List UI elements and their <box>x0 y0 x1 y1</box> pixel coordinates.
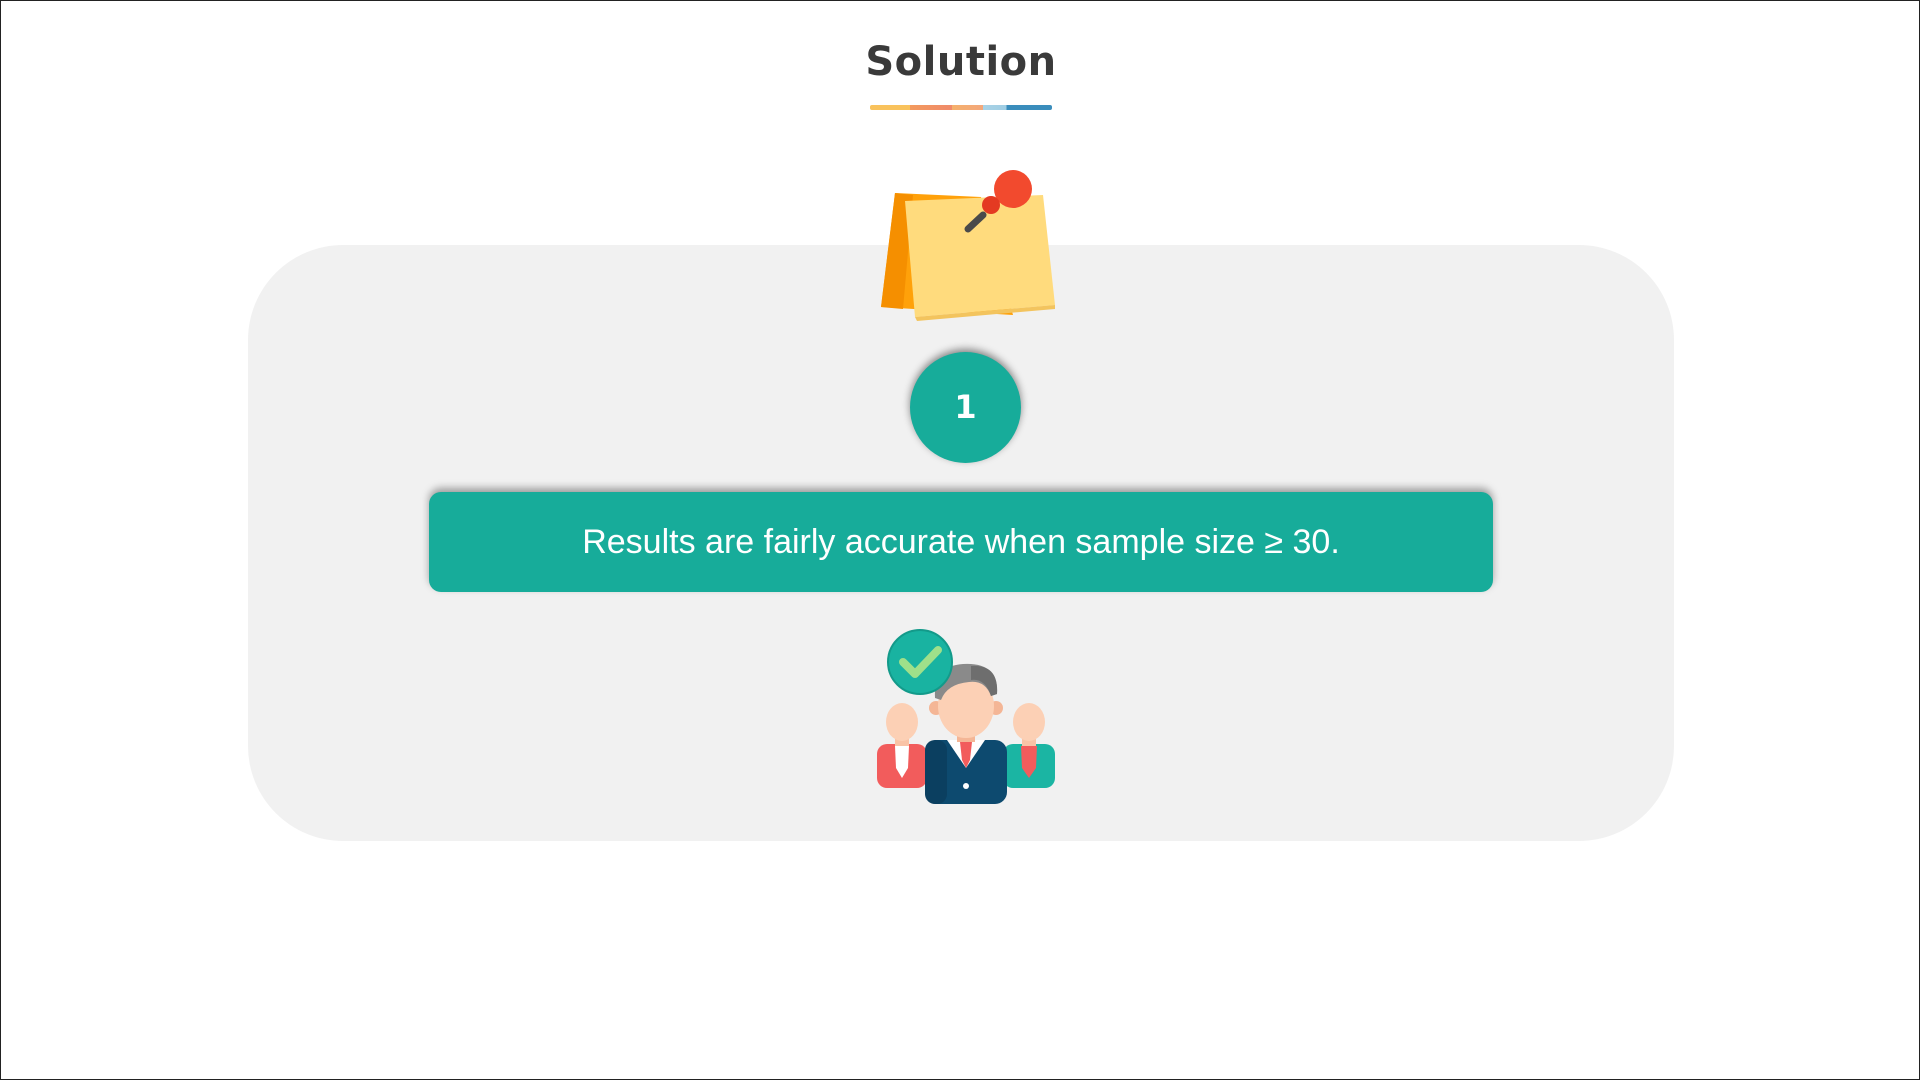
page-title: Solution <box>865 39 1057 85</box>
statement-banner: Results are fairly accurate when sample … <box>429 492 1493 592</box>
approved-team-icon <box>877 629 1055 804</box>
step-number-badge: 1 <box>910 352 1021 463</box>
title-underline <box>870 105 1052 110</box>
sticky-notes-pin-icon <box>881 170 1055 321</box>
